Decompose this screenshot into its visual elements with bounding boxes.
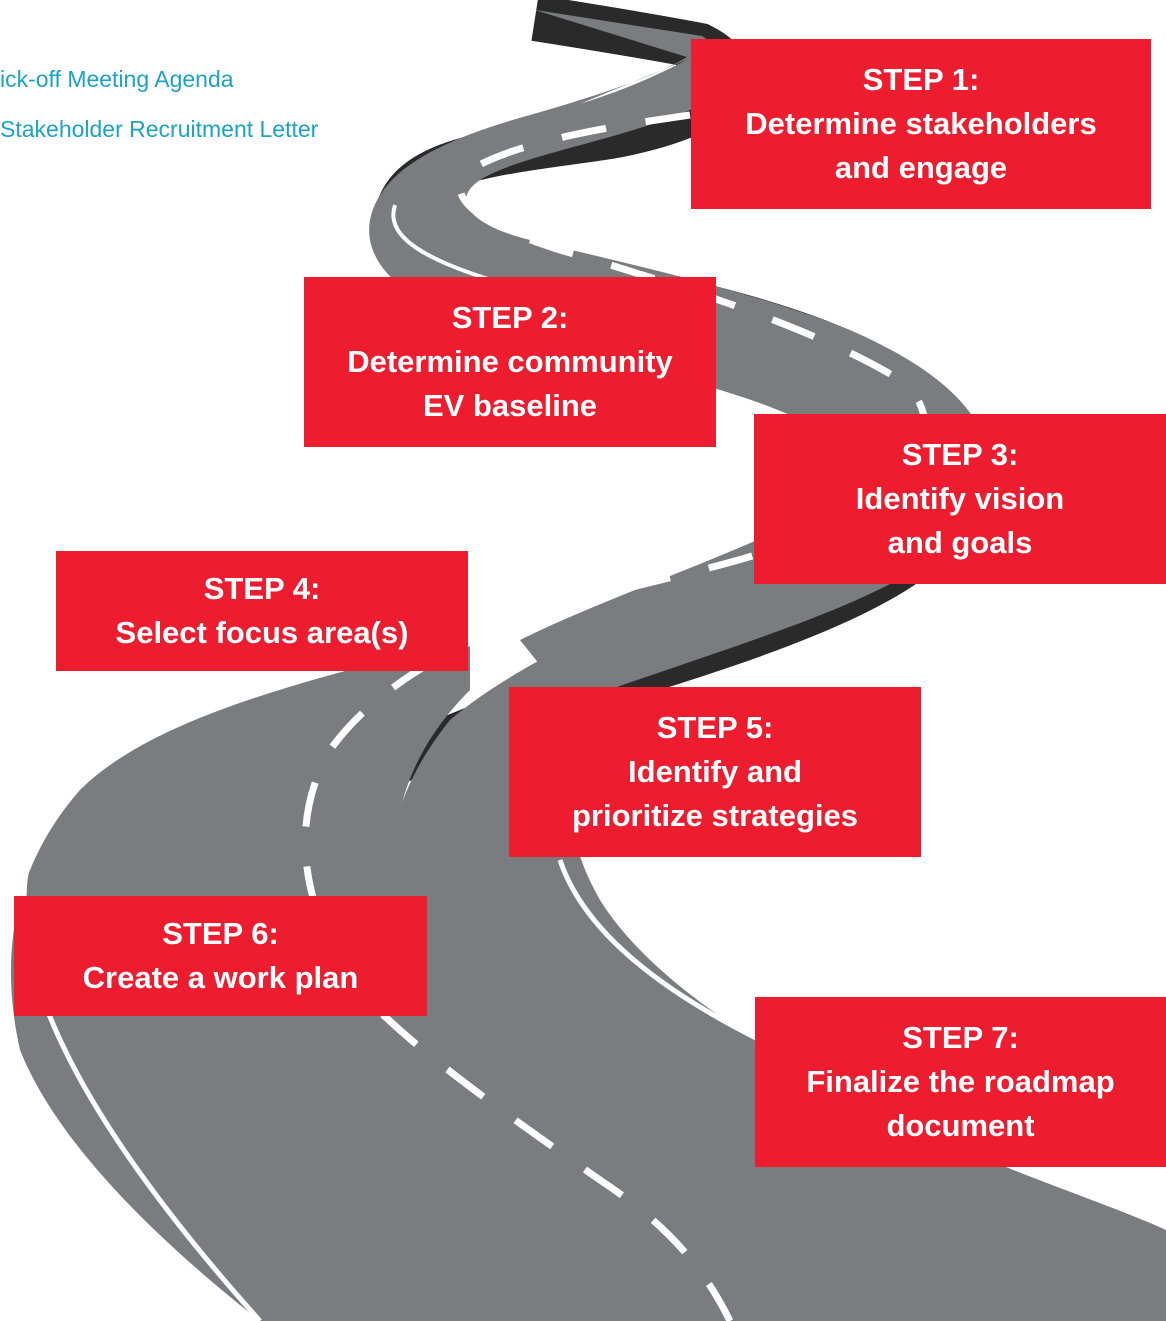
step-2-title: STEP 2: [451, 300, 569, 335]
step-7-box: STEP 7: Finalize the roadmap document [755, 997, 1166, 1167]
step-7-line-1: Finalize the roadmap [806, 1064, 1115, 1099]
step-2-box: STEP 2: Determine community EV baseline [304, 277, 716, 447]
step-3-line-2: and goals [887, 525, 1033, 560]
step-4-title: STEP 4: [203, 571, 321, 606]
step-7-title: STEP 7: [902, 1020, 1019, 1055]
step-3-box: STEP 3: Identify vision and goals [754, 414, 1166, 584]
step-3-line-1: Identify vision [855, 481, 1065, 516]
step-2-line-1: Determine community [347, 344, 673, 379]
step-4-box: STEP 4: Select focus area(s) [56, 551, 468, 671]
step-1-box: STEP 1: Determine stakeholders and engag… [691, 39, 1151, 209]
step-5-line-2: prioritize strategies [572, 798, 858, 833]
step-1-line-2: and engage [834, 150, 1008, 185]
step-2-line-2: EV baseline [422, 388, 598, 423]
step-5-title: STEP 5: [656, 710, 774, 745]
lane-dashes [301, 111, 929, 1321]
step-1-line-1: Determine stakeholders [745, 106, 1097, 141]
step-6-box: STEP 6: Create a work plan [14, 896, 427, 1016]
step-3-title: STEP 3: [901, 437, 1019, 472]
road-body-lower [10, 640, 940, 1321]
road-edge-outer-left [21, 647, 262, 1321]
step-5-line-1: Identify and [628, 754, 802, 789]
step-6-line-1: Create a work plan [82, 960, 359, 995]
stakeholder-letter-link[interactable]: Stakeholder Recruitment Letter [0, 116, 319, 142]
step-7-line-2: document [886, 1108, 1035, 1143]
step-4-line-1: Select focus area(s) [115, 615, 409, 650]
step-1-title: STEP 1: [862, 62, 980, 97]
kickoff-agenda-link[interactable]: ick-off Meeting Agenda [0, 66, 234, 92]
step-5-box: STEP 5: Identify and prioritize strategi… [509, 687, 921, 857]
step-6-title: STEP 6: [162, 916, 279, 951]
